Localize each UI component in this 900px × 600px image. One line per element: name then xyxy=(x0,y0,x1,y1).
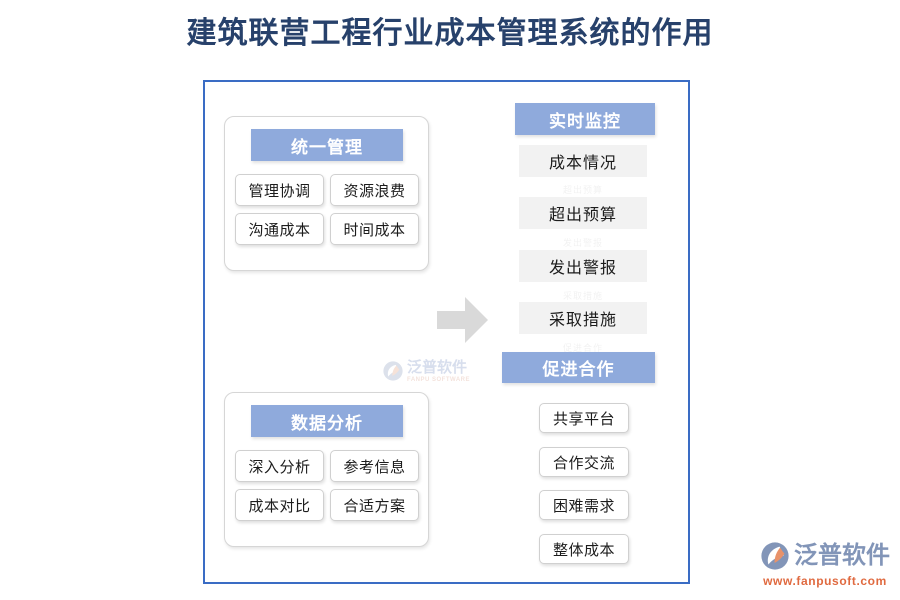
group-header-realtime-monitor: 实时监控 xyxy=(515,103,655,135)
group-item-communication-cost[interactable]: 沟通成本 xyxy=(235,213,324,245)
coop-item-shared-platform[interactable]: 共享平台 xyxy=(539,403,629,433)
monitor-ghost-row-1: 超出预算 xyxy=(562,184,603,195)
group-data-analysis[interactable]: 数据分析 深入分析 参考信息 成本对比 合适方案 xyxy=(224,392,429,547)
group-item-cost-comparison[interactable]: 成本对比 xyxy=(235,489,324,521)
monitor-item-cost-status[interactable]: 成本情况 xyxy=(519,145,647,177)
center-watermark: 泛普软件 FANPU SOFTWARE xyxy=(382,354,494,388)
group-header-data-analysis: 数据分析 xyxy=(251,405,403,437)
group-item-management-coordination[interactable]: 管理协调 xyxy=(235,174,324,206)
right-arrow-icon xyxy=(437,297,488,343)
monitor-item-over-budget[interactable]: 超出预算 xyxy=(519,197,647,229)
monitor-ghost-row-3: 采取措施 xyxy=(562,290,603,301)
group-item-deep-analysis[interactable]: 深入分析 xyxy=(235,450,324,482)
group-unified-management[interactable]: 统一管理 管理协调 资源浪费 沟通成本 时间成本 xyxy=(224,116,429,271)
center-watermark-en: FANPU SOFTWARE xyxy=(407,376,471,383)
brand-url: www.fanpusoft.com xyxy=(763,574,887,588)
group-item-time-cost[interactable]: 时间成本 xyxy=(330,213,419,245)
monitor-item-take-measures[interactable]: 采取措施 xyxy=(519,302,647,334)
monitor-item-issue-alert[interactable]: 发出警报 xyxy=(519,250,647,282)
center-watermark-name: 泛普软件 xyxy=(407,358,468,376)
group-header-promote-cooperation: 促进合作 xyxy=(502,352,655,383)
page-title: 建筑联营工程行业成本管理系统的作用 xyxy=(186,17,714,50)
group-grid-unified-management: 管理协调 资源浪费 沟通成本 时间成本 xyxy=(235,174,420,245)
group-item-suitable-plan[interactable]: 合适方案 xyxy=(330,489,419,521)
group-grid-data-analysis: 深入分析 参考信息 成本对比 合适方案 xyxy=(235,450,420,521)
coop-item-cooperative-exchange[interactable]: 合作交流 xyxy=(539,447,629,477)
coop-item-overall-cost[interactable]: 整体成本 xyxy=(539,534,629,564)
fanpu-logo-icon xyxy=(760,541,790,571)
coop-item-difficult-demand[interactable]: 困难需求 xyxy=(539,490,629,520)
group-header-unified-management: 统一管理 xyxy=(251,129,403,161)
brand-logo: 泛普软件 www.fanpusoft.com xyxy=(760,540,890,590)
monitor-ghost-row-2: 发出警报 xyxy=(562,237,603,248)
monitor-ghost-row-4: 促进合作 xyxy=(562,342,603,353)
group-item-resource-waste[interactable]: 资源浪费 xyxy=(330,174,419,206)
fanpu-watermark-icon xyxy=(382,360,404,382)
brand-name: 泛普软件 xyxy=(794,542,890,569)
group-item-reference-info[interactable]: 参考信息 xyxy=(330,450,419,482)
